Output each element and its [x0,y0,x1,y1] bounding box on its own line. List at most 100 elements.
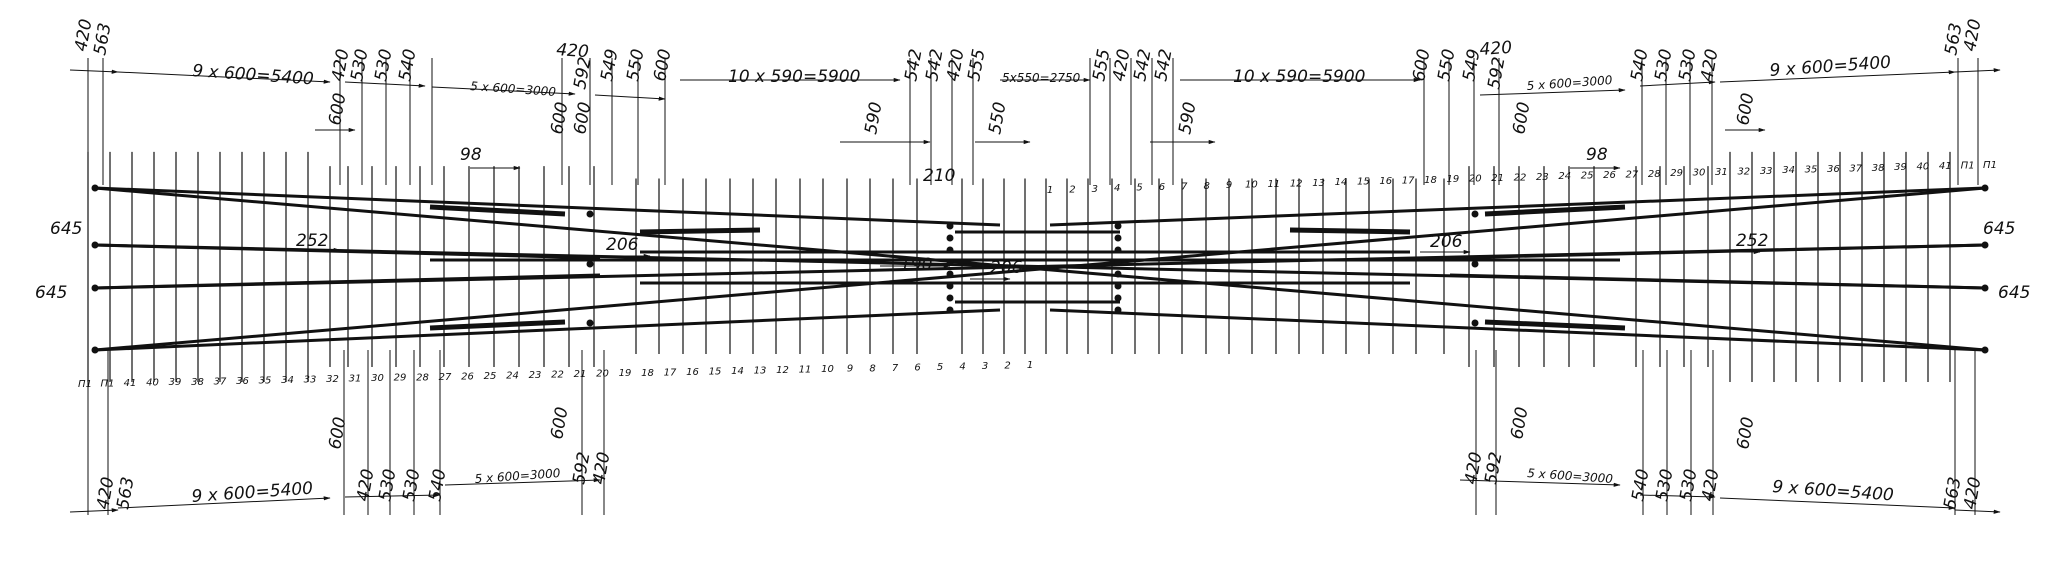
sleeper-number-bottom: 14 [731,366,744,377]
sleeper-number-bottom: 9 [847,364,853,375]
sleeper-number-bottom: 19 [619,368,632,379]
fastening-point [1981,184,1989,192]
sleeper-number-top: 17 [1402,175,1415,186]
fastening-point [946,246,954,254]
sleeper-number-bottom: 11 [799,365,812,376]
dim-530-a: 530 [347,47,372,82]
fastening-point [586,319,594,327]
sleeper-number-top: 13 [1312,178,1325,189]
sleeper-number-top: 22 [1514,172,1527,183]
sleeper-number-bottom: 41 [124,378,137,389]
bottom-dimensions-left: 600 600 420 563 9 x 600=5400 420 530 530… [93,405,614,510]
dim-420-top-right: 420 [1960,17,1985,52]
sleeper-number-bottom: 32 [326,374,339,385]
dimension-line [444,478,601,486]
extension-lines [87,58,1979,515]
dimension-line [1719,70,1956,83]
dim-645-left-top: 645 [50,219,82,239]
fastening-point [946,294,954,302]
rail [94,308,1001,352]
fastening-point [1981,241,1989,249]
sleeper-number-bottom: 36 [236,376,249,387]
sleeper-number-top: 12 [1290,178,1303,189]
dimension-line [431,86,576,96]
dim-600-detail-b: 600 [547,100,572,135]
dimension-line [594,94,666,101]
sleeper-number-top: 39 [1894,162,1907,173]
fastening-point [1114,234,1122,242]
sleeper-number-top: 7 [1181,181,1188,192]
sleeper-number-top: 21 [1491,173,1504,184]
dim-645-left-bottom: 645 [35,283,67,303]
dim-600-detail-e: 600 [1733,91,1758,126]
fastening-point [91,241,99,249]
sleeper-number-top: 29 [1670,168,1683,179]
sleeper-number-top: 8 [1203,181,1209,192]
sleeper-number-top: 37 [1849,163,1862,174]
sleeper-number-bottom: 30 [371,373,384,384]
dim-420-bottom-c: 420 [589,450,614,485]
dim-600-detail-d: 600 [1509,100,1534,135]
sleeper-number-bottom: 23 [529,370,542,381]
sleeper-number-bottom: 26 [461,371,474,382]
dim-9x600-top-left: 9 x 600=5400 [192,61,315,89]
top-dimensions-center: 10 x 590=5900 542 542 420 555 5x550=2750… [728,47,1365,87]
sleeper-number-top: 15 [1357,177,1370,188]
sleeper-number-top: 25 [1581,171,1594,182]
sleeper-number-top: 14 [1335,177,1348,188]
dimension-line [69,508,119,513]
fastening-point [1114,282,1122,290]
sleeper-number-top: 18 [1424,175,1437,186]
dim-530-bottom-b: 530 [399,467,424,502]
sleeper-number-top: 41 [1939,161,1952,172]
dim-9x600-top-right: 9 x 600=5400 [1769,53,1892,81]
fastening-point [946,270,954,278]
sleeper-number-top: 4 [1114,183,1120,194]
sleeper-number-top: 23 [1536,172,1549,183]
dim-563-bottom-left: 563 [113,475,138,510]
dim-530-b: 530 [371,47,396,82]
dim-10x590-left: 10 x 590=5900 [728,67,860,87]
rail [94,186,1001,227]
sleepers [87,151,1951,382]
dim-590-center-b: 590 [1175,100,1200,135]
sleeper-number-bottom: 27 [439,372,452,383]
dim-252-left: 252 [296,231,328,251]
sleeper-number-bottom: 3 [982,361,988,372]
check-rail [1289,227,1411,235]
dim-5x550: 5x550=2750 [1002,71,1081,85]
dim-5x600-bottom-left: 5 x 600=3000 [474,466,561,486]
dim-252-right: 252 [1736,231,1768,251]
sleeper-number-bottom: 20 [596,369,609,380]
dim-5x600-bottom-right: 5 x 600=3000 [1527,466,1614,486]
dim-98-right: 98 [1586,145,1608,165]
sleeper-number-bottom: 40 [146,378,159,389]
fastening-point [91,184,99,192]
fastening-point [1114,294,1122,302]
check-rail [1484,319,1626,331]
dim-592-a: 592 [570,55,595,90]
sleeper-number-bottom: 37 [214,376,227,387]
fastening-point [1471,260,1479,268]
fastening-point [1981,284,1989,292]
fastening-point [586,210,594,218]
dim-645-right-bottom: 645 [1998,283,2030,303]
dimension-line [117,496,331,509]
fastening-point [1471,210,1479,218]
fastening-point [91,346,99,354]
sleeper-number-bottom: 16 [686,367,699,378]
sleeper-number-bottom: 39 [169,377,182,388]
sleeper-number-top: 9 [1226,180,1232,191]
fastening-point [946,306,954,314]
sleeper-number-top: 36 [1827,164,1840,175]
sleeper-number-bottom: 35 [259,375,272,386]
sleeper-number-top: 10 [1245,180,1258,191]
top-dimensions-right: 600 550 549 420 592 5 x 600=3000 540 530… [1409,17,1985,93]
dim-550-b: 550 [1434,47,1459,82]
rail [94,273,601,290]
sleeper-number-top: 11 [1267,179,1280,190]
sleeper-number-bottom: 6 [914,362,920,373]
dim-550-center: 550 [985,100,1010,135]
dim-420-bottom-right: 420 [1960,475,1985,510]
